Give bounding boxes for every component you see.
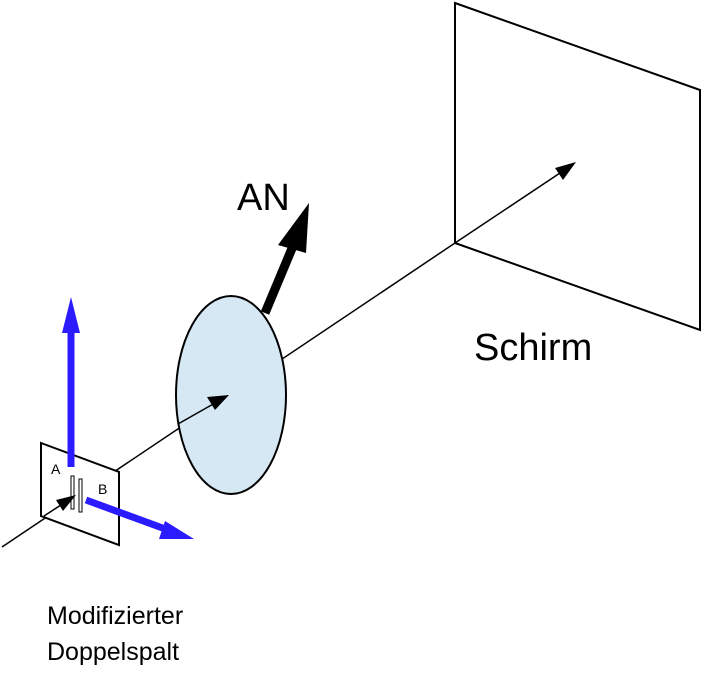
polarization-arrow-horizontal [84, 496, 194, 539]
screen-arrow [454, 162, 576, 244]
screen-label: Schirm [474, 327, 592, 369]
analyzer-label: AN [237, 177, 290, 219]
slit-b [78, 478, 83, 513]
polarization-arrow-vertical [62, 297, 80, 467]
slit-a-label: A [51, 461, 61, 477]
caption-line-2: Doppelspalt [47, 638, 179, 666]
analyzer-direction-arrow [177, 395, 229, 425]
caption-line-1: Modifizierter [47, 602, 183, 630]
slit-a [70, 475, 75, 510]
screen-plane [454, 1, 701, 332]
analyzer-ellipse [175, 295, 287, 495]
slit-b-label: B [98, 481, 107, 497]
entrance-arrow [43, 495, 76, 517]
analyzer-axis-arrow [260, 203, 309, 315]
